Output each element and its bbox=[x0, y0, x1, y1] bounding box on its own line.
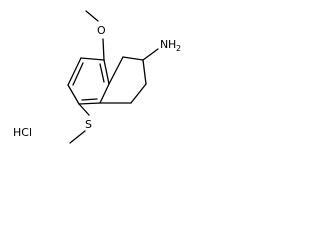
bond-c2-c3 bbox=[142, 59, 147, 85]
hcl-label: HCl bbox=[13, 126, 32, 139]
double-bond-c6-c7 bbox=[72, 62, 84, 86]
amine-hydrogen-count: 2 bbox=[176, 44, 181, 53]
nitrogen-label: N bbox=[160, 38, 168, 51]
methoxy-group: O bbox=[85, 10, 106, 61]
double-bond-c8-c8a bbox=[99, 63, 105, 83]
methylthio-group: S bbox=[69, 103, 92, 144]
double-bond-c4a-c5 bbox=[81, 98, 98, 101]
bond-c8a-c1 bbox=[108, 56, 124, 85]
bond-c5-s bbox=[78, 103, 90, 116]
bond-c2-n bbox=[142, 48, 159, 61]
bond-c8-c8a bbox=[103, 59, 110, 85]
bond-s-methyl bbox=[69, 130, 86, 144]
amine-group: N H 2 bbox=[142, 38, 181, 61]
bond-c5-c6 bbox=[67, 84, 80, 105]
bond-c3-c4 bbox=[130, 83, 147, 104]
sulfur-label: S bbox=[85, 118, 92, 131]
bond-c7-c8 bbox=[80, 57, 105, 61]
saturated-ring bbox=[99, 56, 147, 104]
oxygen-label: O bbox=[97, 24, 106, 37]
structure-canvas: O N H 2 S HCl bbox=[0, 0, 214, 157]
bond-o-methyl bbox=[85, 10, 99, 22]
bond-c8a-c4a bbox=[99, 83, 110, 104]
aromatic-ring bbox=[67, 57, 110, 105]
bond-c4a-c5 bbox=[78, 102, 101, 105]
bond-c8-o bbox=[102, 38, 105, 61]
bond-c6-c7 bbox=[67, 57, 82, 86]
amine-hydrogen-label: H bbox=[168, 38, 176, 51]
bond-c1-c2 bbox=[122, 56, 144, 61]
molecule-structure: O N H 2 S HCl bbox=[13, 10, 181, 144]
